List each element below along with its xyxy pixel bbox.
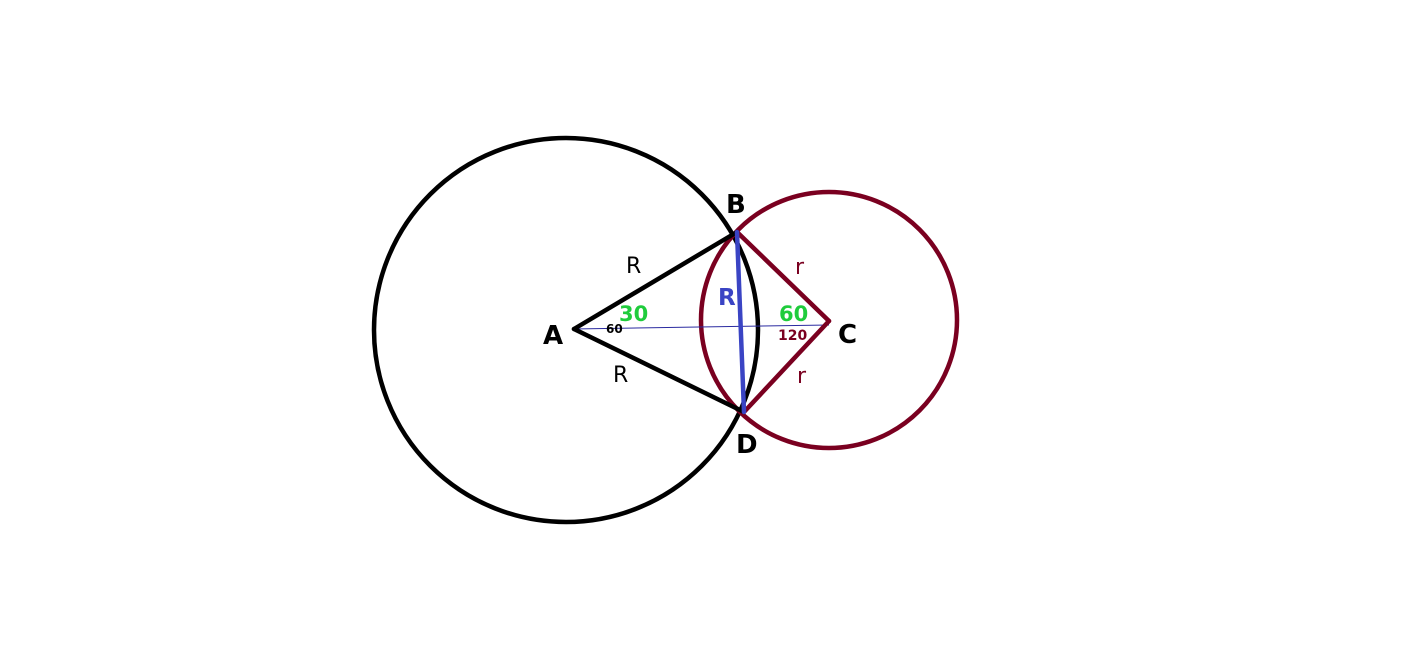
- side-BD-label: R: [718, 285, 736, 311]
- chord-BD: [734, 229, 747, 415]
- point-A-label: A: [543, 321, 563, 351]
- segment-CD: [741, 318, 832, 415]
- angle-A-half-label: 30: [619, 302, 648, 326]
- angle-A-full-label: 60: [606, 322, 623, 336]
- side-CB-label: r: [795, 255, 805, 280]
- side-CD-label: r: [797, 364, 807, 389]
- segment-AB: [571, 229, 740, 332]
- angle-C-full-label: 120: [778, 328, 807, 344]
- center-line-AC: [573, 324, 830, 330]
- segment-AD: [571, 326, 747, 415]
- angle-C-half-label: 60: [779, 302, 808, 326]
- large-circle: [371, 135, 761, 525]
- point-B-label: B: [726, 190, 746, 220]
- small-circle: [698, 189, 960, 451]
- segment-CB: [734, 229, 832, 324]
- point-C-label: C: [838, 320, 857, 350]
- point-D-label: D: [736, 430, 758, 460]
- side-AD-label: R: [613, 363, 628, 388]
- side-AB-label: R: [626, 254, 641, 279]
